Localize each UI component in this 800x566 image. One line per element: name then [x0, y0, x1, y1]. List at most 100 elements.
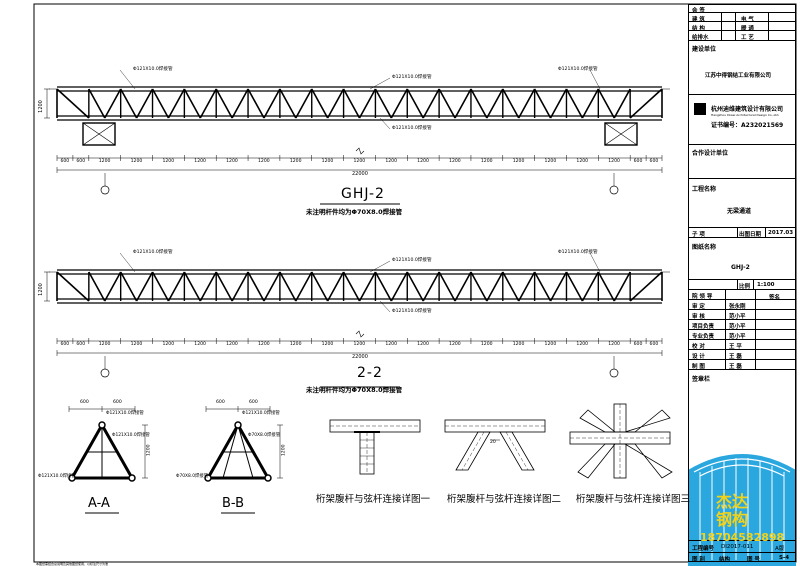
dimension-label: 600 — [649, 342, 659, 347]
tb-drawing-section: 图纸名称 GHJ-2 — [689, 238, 795, 280]
section-a-dim-left: 600 — [80, 400, 89, 405]
tb-seal-label: 签章栏 — [692, 376, 711, 383]
dimension-label: 1200 — [608, 342, 620, 347]
dimension-label: 1200 — [417, 159, 429, 164]
dimension-label: 1200 — [385, 342, 398, 347]
dimension-label: 1200 — [194, 342, 206, 347]
callout-1d: Φ121X10.0焊接管 — [392, 126, 432, 131]
elevation-note-1: 未注明杆件均为Φ70X8.0焊接管 — [306, 208, 403, 216]
joint-detail-1 — [329, 419, 421, 475]
tb-row-plumb: 给排水 工 艺 — [689, 31, 795, 41]
dimension-label: 1200 — [353, 159, 366, 164]
joint-detail-3 — [569, 403, 673, 479]
dimension-label: 1200 — [226, 159, 238, 164]
callout-2d: Φ121X10.0焊接管 — [392, 309, 432, 314]
tb-elec-label: 电 气 — [741, 17, 754, 23]
watermark-logo — [688, 454, 796, 566]
dimension-label: 1200 — [321, 159, 334, 164]
tb-role-label: 设 计 — [692, 354, 705, 360]
tb-role-name: 范小平 — [729, 314, 746, 320]
section-b-callout-2: Φ70X8.0焊接管 — [248, 433, 281, 438]
tb-role-label: 审 定 — [692, 304, 705, 310]
tb-row-huiqian: 会 签 — [689, 5, 795, 14]
tb-designer-section: 杭州迪维建筑设计有限公司 Hangzhou Diwei Architectura… — [689, 95, 795, 145]
section-b-dim-left: 600 — [216, 400, 225, 405]
tb-role-name: 张永刚 — [729, 304, 746, 310]
tb-scale-row: 比例 1:100 — [689, 280, 795, 290]
tb-role-name: 范小平 — [729, 324, 746, 330]
elevation-note-2: 未注明杆件均为Φ70X8.0焊接管 — [306, 386, 403, 394]
section-b-dim-right: 600 — [249, 400, 258, 405]
tb-role-label: 制 图 — [692, 364, 705, 370]
section-a-dim-right: 600 — [113, 400, 122, 405]
tb-role-row: 专业负责 范小平 — [689, 330, 795, 340]
title-block: 会 签 建 筑 电 气 结 构 暖 通 给排水 工 艺 建设单位 江苏中得钢结工… — [688, 4, 796, 563]
tb-role-name: 王 平 — [729, 344, 742, 350]
section-title-b-b: B-B — [222, 496, 245, 511]
tb-role-row: 制 图王 磊 — [689, 360, 795, 370]
dimension-label: 1200 — [321, 342, 334, 347]
dimension-label: 1200 — [130, 342, 143, 347]
tb-role-name: 王 磊 — [729, 364, 742, 370]
tb-client-value: 江苏中得钢结工业有限公司 — [705, 73, 772, 79]
tb-drawing-label: 图纸名称 — [692, 244, 717, 251]
tb-coop-section: 合作设计单位 — [689, 145, 795, 179]
tb-role-name: 范小平 — [729, 334, 746, 340]
tb-jobnum-value: DI2017-011 — [721, 544, 754, 550]
elevation-total-dim-2: 22000 — [352, 354, 368, 360]
tb-row-arch: 建 筑 电 气 — [689, 13, 795, 23]
tb-client-section: 建设单位 江苏中得钢结工业有限公司 — [689, 41, 795, 95]
company-logo-icon — [694, 103, 706, 115]
callout-1b: Φ121X10.0焊接管 — [558, 67, 598, 72]
tb-bottom-row: 图 别 结构 图 号 S-4 — [689, 553, 795, 563]
tb-jobnum-row: 工程编号 DI2017-011 A版 — [689, 541, 795, 553]
joint-detail-2 — [444, 419, 546, 471]
callout-1a: Φ121X10.0焊接管 — [133, 67, 173, 72]
watermark-text-2: 钢构 — [716, 510, 749, 529]
dimension-label: 1200 — [512, 159, 525, 164]
dimension-label: 600 — [60, 342, 70, 347]
tb-role-row: 审 核 范小平 — [689, 310, 795, 320]
detail-title-1: 桁架腹杆与弦杆连接详图一 — [316, 494, 431, 505]
dimension-label: 600 — [60, 159, 70, 164]
dimension-label: 1200 — [289, 342, 302, 347]
tb-sign-col-label: 签名 — [769, 295, 781, 301]
dimension-label: 1200 — [194, 159, 206, 164]
dimension-label: 600 — [76, 159, 86, 164]
dimension-label: 1200 — [512, 342, 525, 347]
section-title-a-a: A-A — [88, 496, 110, 511]
tb-project-value: 无梁通道 — [727, 208, 752, 215]
section-a-a — [68, 406, 148, 514]
tb-role-label: 项目负责 — [692, 324, 715, 330]
tb-roles: 院 领 导审 定张永刚审 核范小平项目负责范小平专业负责范小平校 对王 平设 计… — [689, 290, 795, 370]
tb-process-label: 工 艺 — [741, 35, 754, 41]
tb-jobnum-label: 工程编号 — [692, 546, 715, 552]
elevation-title-ghj2: GHJ-2 — [341, 186, 385, 202]
dimension-label: 1200 — [130, 159, 143, 164]
detail-title-2: 桁架腹杆与弦杆连接详图二 — [447, 494, 562, 505]
dimension-label: 1200 — [353, 342, 366, 347]
detail-2-dim: 20 — [490, 440, 496, 445]
dimension-label: 1200 — [449, 342, 461, 347]
section-b-height: 1200 — [281, 444, 287, 457]
tb-cert: 证书编号：A232021569 — [711, 122, 784, 129]
tb-role-label: 院 领 导 — [692, 294, 713, 300]
tb-role-row: 审 定 张永刚 — [689, 300, 795, 310]
section-a-callout-2: Φ121X10.0焊接管 — [112, 433, 150, 438]
dimension-label: 600 — [633, 159, 643, 164]
tb-scale-value: 1:100 — [757, 282, 775, 288]
tb-struct-label: 结 构 — [692, 26, 705, 32]
tb-job-row: 子 项 出图日期 2017.03 — [689, 228, 795, 238]
section-b-callout-3: Φ70X8.0焊接管 — [176, 474, 209, 479]
tb-cat-value: 结构 — [719, 557, 731, 563]
tb-company-name-en: Hangzhou Diwei Architectural Design Co.,… — [711, 113, 780, 117]
tb-role-label: 审 核 — [692, 314, 705, 320]
tb-num-value: S-4 — [779, 555, 790, 561]
truss-elevation-2-2 — [44, 252, 670, 388]
tb-company-name: 杭州迪维建筑设计有限公司 — [711, 106, 784, 113]
dimension-label: 1200 — [98, 342, 111, 347]
tb-role-label: 专业负责 — [692, 334, 715, 340]
callout-2b: Φ121X10.0焊接管 — [558, 250, 598, 255]
tb-huiqian-label: 会 签 — [692, 8, 705, 14]
